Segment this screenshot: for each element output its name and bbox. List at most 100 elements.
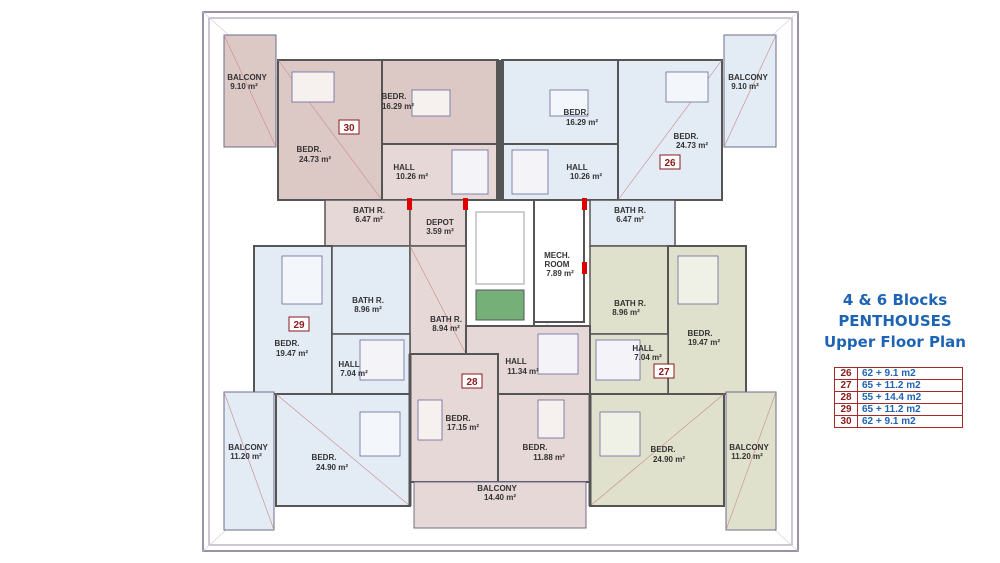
svg-text:17.15 m²: 17.15 m² <box>447 423 479 432</box>
room-label-bedroom-28-large: BEDR. 17.15 m² <box>446 414 480 432</box>
svg-text:8.96 m²: 8.96 m² <box>612 308 640 317</box>
balcony-diagonal <box>725 391 777 531</box>
legend-unit-number: 30 <box>834 415 858 428</box>
svg-text:BEDR.: BEDR. <box>275 339 300 348</box>
svg-text:BALCONY: BALCONY <box>227 73 267 82</box>
svg-text:16.29 m²: 16.29 m² <box>566 118 598 127</box>
room-label-bedroom-26-large: BEDR. 24.73 m² <box>674 132 709 150</box>
svg-text:MECH.: MECH. <box>544 251 570 260</box>
stair-icon <box>511 149 549 195</box>
legend-row: 26 62 + 9.1 m2 <box>834 367 963 380</box>
stair-icon <box>595 339 641 381</box>
room-label-bedroom-29: BEDR. 19.47 m² <box>275 339 309 358</box>
legend-row: 28 55 + 14.4 m2 <box>834 391 963 404</box>
svg-text:24.90 m²: 24.90 m² <box>316 463 348 472</box>
legend-row: 27 65 + 11.2 m2 <box>834 379 963 392</box>
svg-text:HALL: HALL <box>505 357 526 366</box>
svg-text:24.90 m²: 24.90 m² <box>653 455 685 464</box>
unit-area-legend: 26 62 + 9.1 m2 27 65 + 11.2 m2 28 55 + 1… <box>834 367 963 428</box>
svg-text:19.47 m²: 19.47 m² <box>688 338 720 347</box>
room-label-hall-26: HALL 10.26 m² <box>566 163 602 181</box>
unit-number-27: 27 <box>653 363 675 379</box>
balcony-diagonal <box>223 34 277 148</box>
column-marker <box>582 262 587 274</box>
bed-icon <box>411 89 451 117</box>
legend-unit-number: 29 <box>834 403 858 416</box>
svg-text:7.04 m²: 7.04 m² <box>634 353 662 362</box>
svg-text:DEPOT: DEPOT <box>426 218 454 227</box>
svg-text:BATH R.: BATH R. <box>614 206 646 215</box>
svg-text:11.88 m²: 11.88 m² <box>533 453 565 462</box>
stair-icon <box>537 333 579 375</box>
svg-text:7.04 m²: 7.04 m² <box>340 369 368 378</box>
bed-icon <box>359 411 401 457</box>
unit-number-30: 30 <box>338 119 360 135</box>
stair-well <box>475 289 525 321</box>
room-label-balcony-27: BALCONY 11.20 m² <box>729 443 769 461</box>
room-label-bedroom-27: BEDR. 19.47 m² <box>688 329 721 347</box>
title-line-plan: Upper Floor Plan <box>823 333 966 351</box>
legend-unit-number: 26 <box>834 367 858 380</box>
svg-text:HALL: HALL <box>566 163 587 172</box>
svg-text:24.73 m²: 24.73 m² <box>676 141 708 150</box>
bed-icon <box>665 71 709 103</box>
svg-text:11.34 m²: 11.34 m² <box>507 367 539 376</box>
svg-text:27: 27 <box>658 367 670 378</box>
room-label-mechanical-room: MECH. ROOM 7.89 m² <box>544 251 574 278</box>
svg-text:14.40 m²: 14.40 m² <box>484 493 516 502</box>
balcony-28 <box>413 481 587 529</box>
svg-text:3.59 m²: 3.59 m² <box>426 227 454 236</box>
svg-text:BEDR.: BEDR. <box>688 329 713 338</box>
svg-text:9.10 m²: 9.10 m² <box>731 82 759 91</box>
room-label-balcony-30: BALCONY 9.10 m² <box>227 73 267 91</box>
column-marker <box>463 198 468 210</box>
bed-icon <box>417 399 443 441</box>
bathroom-27 <box>589 245 669 335</box>
svg-text:BEDR.: BEDR. <box>674 132 699 141</box>
room-diagonal <box>275 393 411 507</box>
title-line-type: PENTHOUSES <box>838 312 952 330</box>
mechanical-room <box>533 199 585 323</box>
svg-text:BEDR.: BEDR. <box>297 145 322 154</box>
svg-text:7.89 m²: 7.89 m² <box>546 269 574 278</box>
room-label-hall-29: HALL 7.04 m² <box>338 360 368 378</box>
bed-icon <box>599 411 641 457</box>
svg-text:BEDR.: BEDR. <box>382 92 407 101</box>
svg-text:29: 29 <box>293 320 305 331</box>
bed-icon <box>281 255 323 305</box>
legend-unit-number: 28 <box>834 391 858 404</box>
room-label-balcony-29: BALCONY 11.20 m² <box>228 443 268 461</box>
svg-text:6.47 m²: 6.47 m² <box>616 215 644 224</box>
svg-text:BATH R.: BATH R. <box>430 315 462 324</box>
legend-unit-area: 62 + 9.1 m2 <box>857 367 963 380</box>
svg-text:30: 30 <box>343 123 355 134</box>
room-label-bathroom-28: BATH R. 8.94 m² <box>430 315 462 333</box>
room-label-bedroom-30-large: BEDR. 24.73 m² <box>297 145 332 164</box>
room-diagonal <box>409 245 467 355</box>
room-label-balcony-28: BALCONY 14.40 m² <box>477 484 517 502</box>
column-marker <box>582 198 587 210</box>
bed-icon <box>677 255 719 305</box>
svg-text:HALL: HALL <box>632 344 653 353</box>
svg-text:BALCONY: BALCONY <box>477 484 517 493</box>
unit-number-28: 28 <box>461 373 483 389</box>
svg-text:BEDR.: BEDR. <box>312 453 337 462</box>
svg-text:BALCONY: BALCONY <box>728 73 768 82</box>
room-label-depot: DEPOT 3.59 m² <box>426 218 454 236</box>
svg-text:BEDR.: BEDR. <box>564 108 589 117</box>
svg-text:11.20 m²: 11.20 m² <box>731 452 763 461</box>
bathroom-29 <box>331 245 411 335</box>
legend-unit-area: 65 + 11.2 m2 <box>857 403 963 416</box>
svg-text:BEDR.: BEDR. <box>446 414 471 423</box>
svg-text:HALL: HALL <box>338 360 359 369</box>
room-label-bedroom-28-small: BEDR. 11.88 m² <box>523 443 566 462</box>
legend-unit-area: 55 + 14.4 m2 <box>857 391 963 404</box>
svg-text:28: 28 <box>466 377 478 388</box>
title-line-blocks: 4 & 6 Blocks <box>842 291 948 309</box>
legend-row: 30 62 + 9.1 m2 <box>834 415 963 428</box>
svg-text:24.73 m²: 24.73 m² <box>299 155 331 164</box>
room-label-hall-30: HALL 10.26 m² <box>393 163 428 181</box>
column-marker <box>407 198 412 210</box>
bed-icon <box>291 71 335 103</box>
